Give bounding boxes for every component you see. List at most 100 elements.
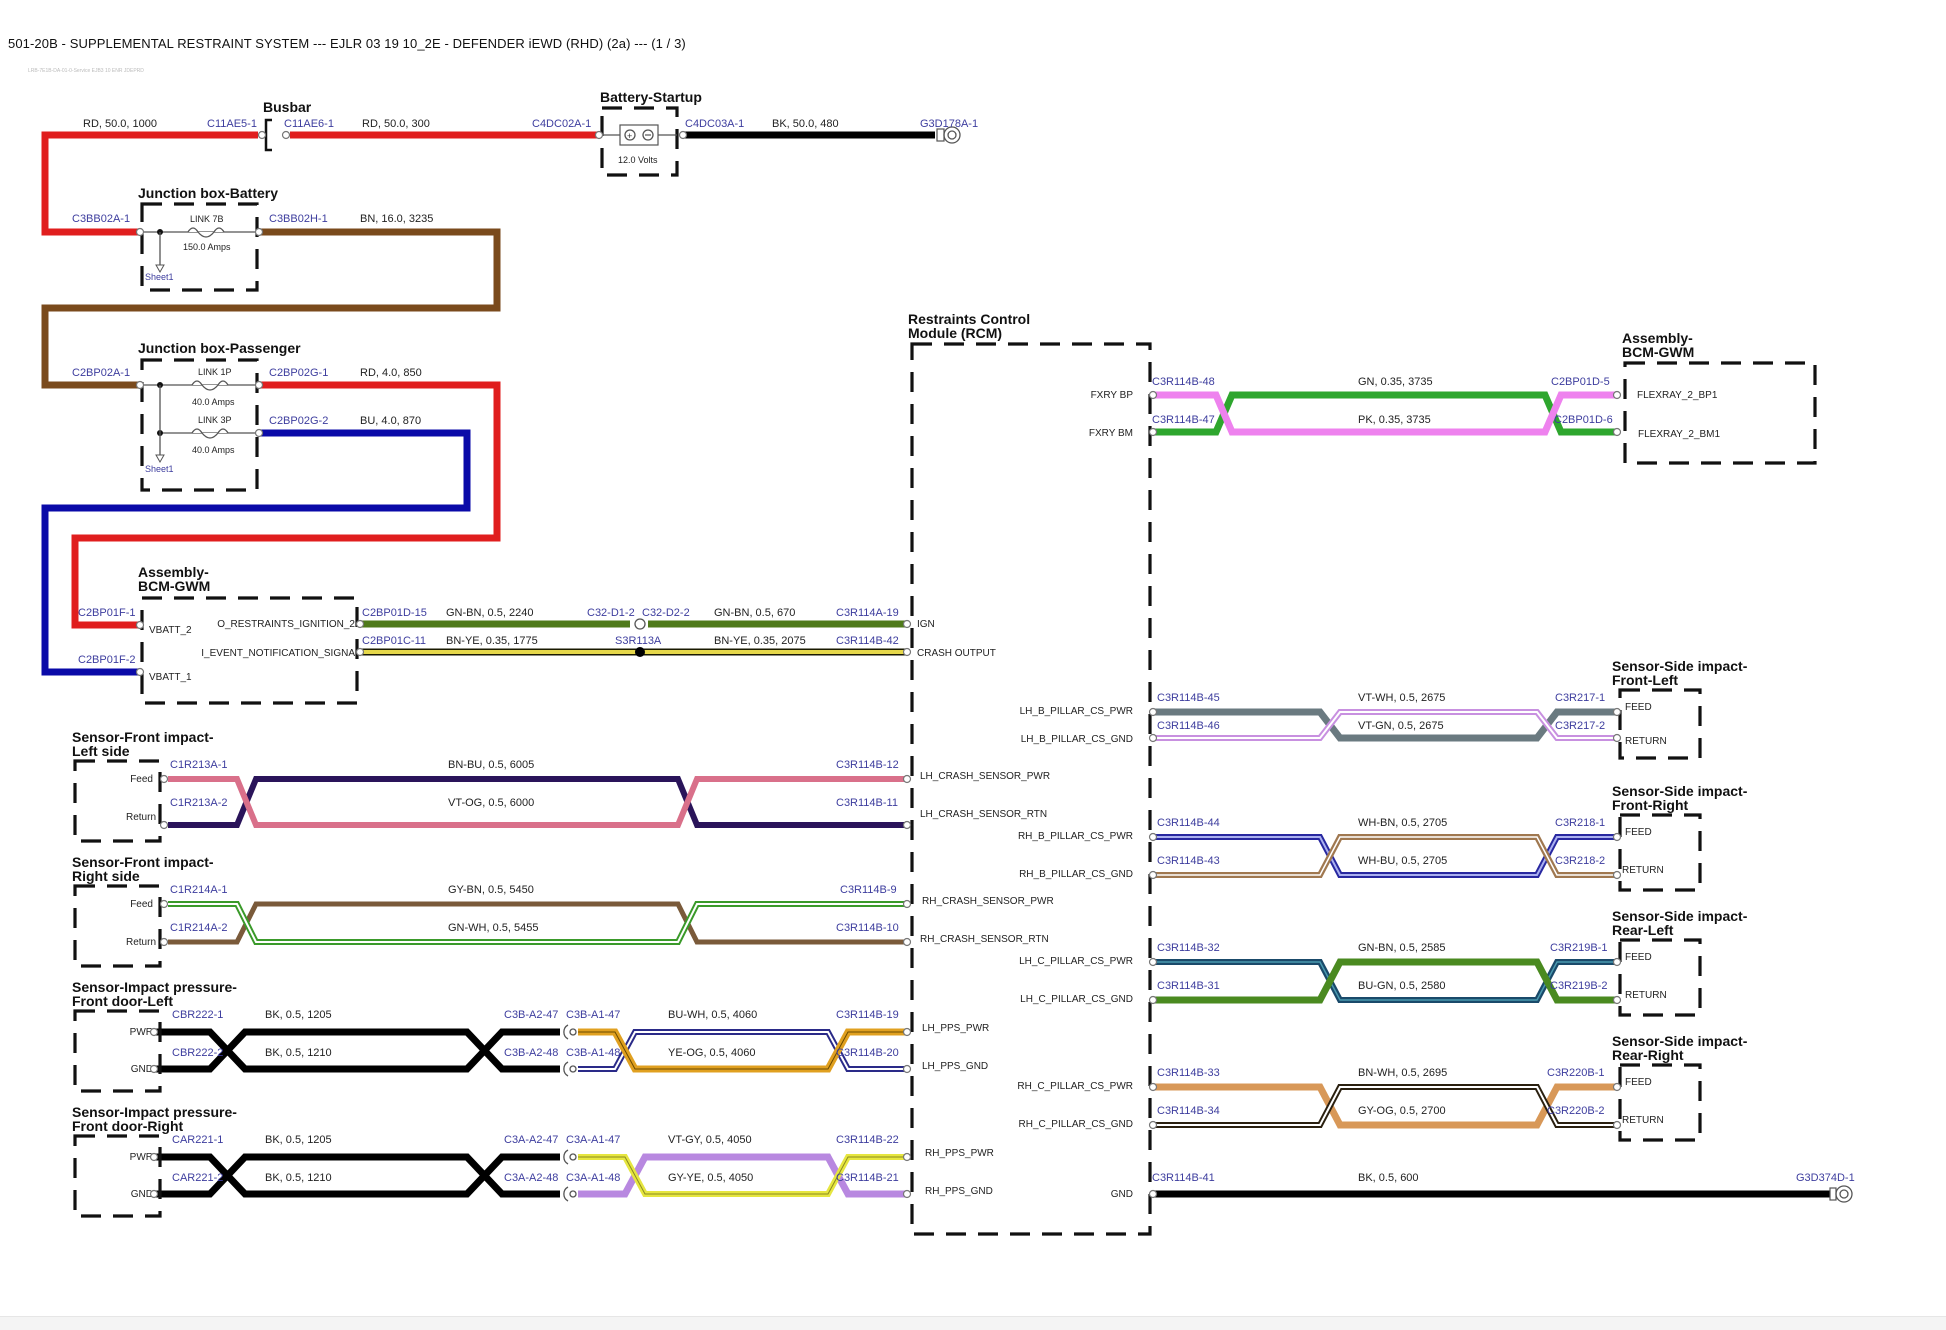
connector-label[interactable]: C3B-A1-48 <box>566 1047 620 1059</box>
wire-label: RD, 4.0, 850 <box>360 367 422 379</box>
connector-label[interactable]: C3A-A2-47 <box>504 1134 558 1146</box>
connector-label[interactable]: CBR222-1 <box>172 1009 223 1021</box>
connector-label[interactable]: C3A-A1-48 <box>566 1172 620 1184</box>
connector-label[interactable]: S3R113A <box>615 635 662 647</box>
connector-label[interactable]: C3R114B-12 <box>836 759 899 771</box>
connector-label[interactable]: C11AE5-1 <box>207 118 257 130</box>
connector-label[interactable]: C3R114B-9 <box>840 884 897 896</box>
connector-label[interactable]: C2BP02G-2 <box>269 415 328 427</box>
connector-label[interactable]: C3R217-1 <box>1555 692 1605 704</box>
wire-bk-1210[interactable] <box>152 1028 560 1073</box>
wire-vt-gn-2675[interactable] <box>1155 708 1615 742</box>
connector-label[interactable]: C3BB02H-1 <box>269 213 328 225</box>
connector-label[interactable]: C1R213A-1 <box>170 759 227 771</box>
connector-label[interactable]: C2BP01D-15 <box>362 607 427 619</box>
connector-label[interactable]: C3R218-2 <box>1555 855 1605 867</box>
wire-gy-og-2700[interactable] <box>1155 1083 1615 1129</box>
connector-label[interactable]: C3R220B-2 <box>1547 1105 1604 1117</box>
connector-label[interactable]: C3R114B-41 <box>1152 1172 1215 1184</box>
connector-label[interactable]: C1R214A-1 <box>170 884 227 896</box>
connector-label[interactable]: C3B-A1-47 <box>566 1009 620 1021</box>
connector-label[interactable]: C3R219B-1 <box>1550 942 1607 954</box>
connector-label[interactable]: C3R114B-47 <box>1152 414 1215 426</box>
connector-label[interactable]: C2BP01C-11 <box>362 635 426 647</box>
connector-label[interactable]: C3BB02A-1 <box>72 213 130 225</box>
connector-label[interactable]: C3R218-1 <box>1555 817 1605 829</box>
wire-gn-bn-2585[interactable] <box>1155 958 1615 1004</box>
connector-label[interactable]: C3R220B-1 <box>1547 1067 1604 1079</box>
connector-label[interactable]: C3R114B-33 <box>1157 1067 1220 1079</box>
wire-gn-3735[interactable] <box>1155 391 1615 436</box>
connector-label[interactable]: C3R114A-19 <box>836 607 899 619</box>
connector-label[interactable]: C1R213A-2 <box>170 797 227 809</box>
connector-label[interactable]: C3R114B-21 <box>836 1172 899 1184</box>
connector-label[interactable]: CAR221-1 <box>172 1134 223 1146</box>
connector-label[interactable]: C1R214A-2 <box>170 922 227 934</box>
wire-pk-3735[interactable] <box>1155 391 1615 436</box>
connector-label[interactable]: C3R114B-32 <box>1157 942 1220 954</box>
connector-label[interactable]: C3R219B-2 <box>1550 980 1607 992</box>
wire-bn-bu-6005[interactable] <box>168 776 905 828</box>
wire-bn-3235[interactable] <box>41 228 501 389</box>
wire-bk-1210-r[interactable] <box>152 1153 560 1198</box>
connector-label[interactable]: C2BP01F-2 <box>78 654 135 666</box>
connector-label[interactable]: C3R114B-11 <box>836 797 898 809</box>
jb-passenger-box[interactable] <box>140 358 259 492</box>
connector-label[interactable]: C3R114B-34 <box>1157 1105 1220 1117</box>
pps-right-box[interactable] <box>73 1134 162 1218</box>
side-rr-box[interactable] <box>1618 1063 1702 1142</box>
connector-label[interactable]: C3A-A1-47 <box>566 1134 620 1146</box>
connector-label[interactable]: C2BP01F-1 <box>78 607 135 619</box>
connector-label[interactable]: C3A-A2-48 <box>504 1172 558 1184</box>
wire-bk-1205[interactable] <box>152 1028 560 1073</box>
wire-rd-850[interactable] <box>71 381 501 629</box>
bcm-right-box[interactable] <box>1623 361 1817 465</box>
side-rl-box[interactable] <box>1618 938 1702 1017</box>
connector-label[interactable]: CBR222-2 <box>172 1047 223 1059</box>
connector-label[interactable]: C3R114B-22 <box>836 1134 899 1146</box>
rcm-box[interactable] <box>910 342 1152 1236</box>
connector-label[interactable]: C2BP02G-1 <box>269 367 328 379</box>
side-fl-box[interactable] <box>1618 688 1702 760</box>
wire-bu-870[interactable] <box>41 429 471 676</box>
side-fr-box[interactable] <box>1618 813 1702 892</box>
wire-rd-1000[interactable] <box>41 131 258 236</box>
connector-label[interactable]: C2BP01D-6 <box>1554 414 1613 426</box>
front-left-box[interactable] <box>73 759 162 843</box>
connector-label[interactable]: C3R114B-10 <box>836 922 899 934</box>
wire-vt-gy-4050[interactable] <box>578 1153 905 1198</box>
wire-vt-og-6000[interactable] <box>168 776 905 828</box>
connector-label[interactable]: C2BP02A-1 <box>72 367 130 379</box>
connector-label[interactable]: G3D374D-1 <box>1796 1172 1855 1184</box>
connector-label[interactable]: CAR221-2 <box>172 1172 223 1184</box>
connector-label[interactable]: C32-D2-2 <box>642 607 690 619</box>
connector-label[interactable]: C32-D1-2 <box>587 607 635 619</box>
connector-label[interactable]: C3R114B-20 <box>836 1047 899 1059</box>
connector-label[interactable]: C2BP01D-5 <box>1551 376 1610 388</box>
connector-label[interactable]: C3R114B-46 <box>1157 720 1220 732</box>
jb-battery-box[interactable] <box>140 202 259 292</box>
front-right-box[interactable] <box>73 884 162 968</box>
busbar-box[interactable] <box>264 118 272 152</box>
connector-label[interactable]: C4DC03A-1 <box>685 118 744 130</box>
connector-label[interactable]: C3R114B-48 <box>1152 376 1215 388</box>
connector-label[interactable]: C3B-A2-48 <box>504 1047 558 1059</box>
connector-label[interactable]: C3B-A2-47 <box>504 1009 558 1021</box>
connector-label[interactable]: C3R217-2 <box>1555 720 1605 732</box>
connector-label[interactable]: C3R114B-31 <box>1157 980 1220 992</box>
wire-bk-1205-r[interactable] <box>152 1153 560 1198</box>
jb-passenger-title: Junction box-Passenger <box>138 340 301 356</box>
jb-passenger-sheet-link[interactable]: Sheet1 <box>145 464 174 474</box>
battery-box[interactable] <box>600 106 679 177</box>
pps-left-box[interactable] <box>73 1009 162 1093</box>
connector-label[interactable]: C3R114B-44 <box>1157 817 1220 829</box>
connector-label[interactable]: C4DC02A-1 <box>532 118 591 130</box>
wire-gy-bn-5450[interactable] <box>168 901 905 945</box>
connector-label[interactable]: C3R114B-19 <box>836 1009 899 1021</box>
connector-label[interactable]: C3R114B-42 <box>836 635 899 647</box>
connector-label[interactable]: C3R114B-43 <box>1157 855 1220 867</box>
connector-label[interactable]: G3D178A-1 <box>920 118 978 130</box>
jb-battery-sheet-link[interactable]: Sheet1 <box>145 272 174 282</box>
connector-label[interactable]: C3R114B-45 <box>1157 692 1220 704</box>
connector-label[interactable]: C11AE6-1 <box>284 118 334 130</box>
